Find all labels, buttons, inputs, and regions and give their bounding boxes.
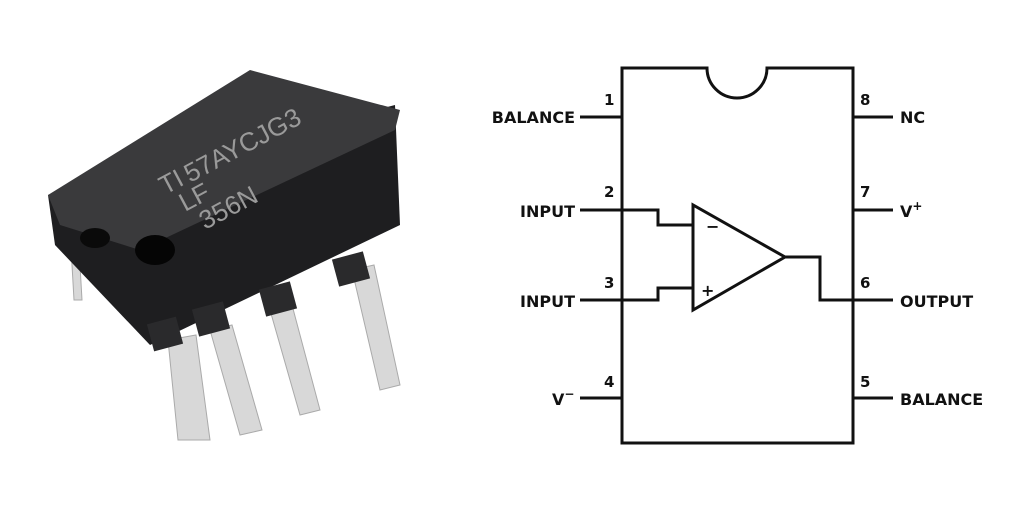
pin6-number: 6 — [860, 274, 870, 292]
chip-body-top — [48, 70, 400, 250]
opamp-triangle — [691, 202, 789, 313]
pin1-label: BALANCE — [492, 108, 575, 127]
pin1-number: 1 — [604, 91, 614, 109]
pinout-diagram: − + 1 BALANCE 2 INPUT 3 INPUT 4 V− 8 NC … — [492, 66, 983, 445]
pin2-label: INPUT — [520, 202, 575, 221]
pin7-number: 7 — [860, 183, 870, 201]
pin1-dimple — [135, 235, 175, 265]
pin6-label: OUTPUT — [900, 292, 973, 311]
output-wire — [785, 255, 893, 302]
pin5-number: 5 — [860, 373, 870, 391]
pin3-number: 3 — [604, 274, 614, 292]
inverting-sign: − — [706, 217, 719, 236]
ic-chip-photo: TI 57AYCJG3 LF 356N — [48, 70, 401, 441]
pin2-number: 2 — [604, 183, 614, 201]
pin3-label: INPUT — [520, 292, 575, 311]
pin3-wire — [580, 286, 693, 302]
noninverting-sign: + — [701, 281, 714, 300]
pin5-label: BALANCE — [900, 390, 983, 409]
package-outline — [620, 66, 855, 445]
pin8-number: 8 — [860, 91, 870, 109]
chip-leads — [69, 229, 401, 441]
notch — [80, 228, 110, 248]
pin7-label: V+ — [900, 199, 922, 221]
pin8-label: NC — [900, 108, 925, 127]
pin4-label: V− — [552, 387, 574, 409]
pin2-wire — [580, 208, 693, 227]
pin4-number: 4 — [604, 373, 614, 391]
